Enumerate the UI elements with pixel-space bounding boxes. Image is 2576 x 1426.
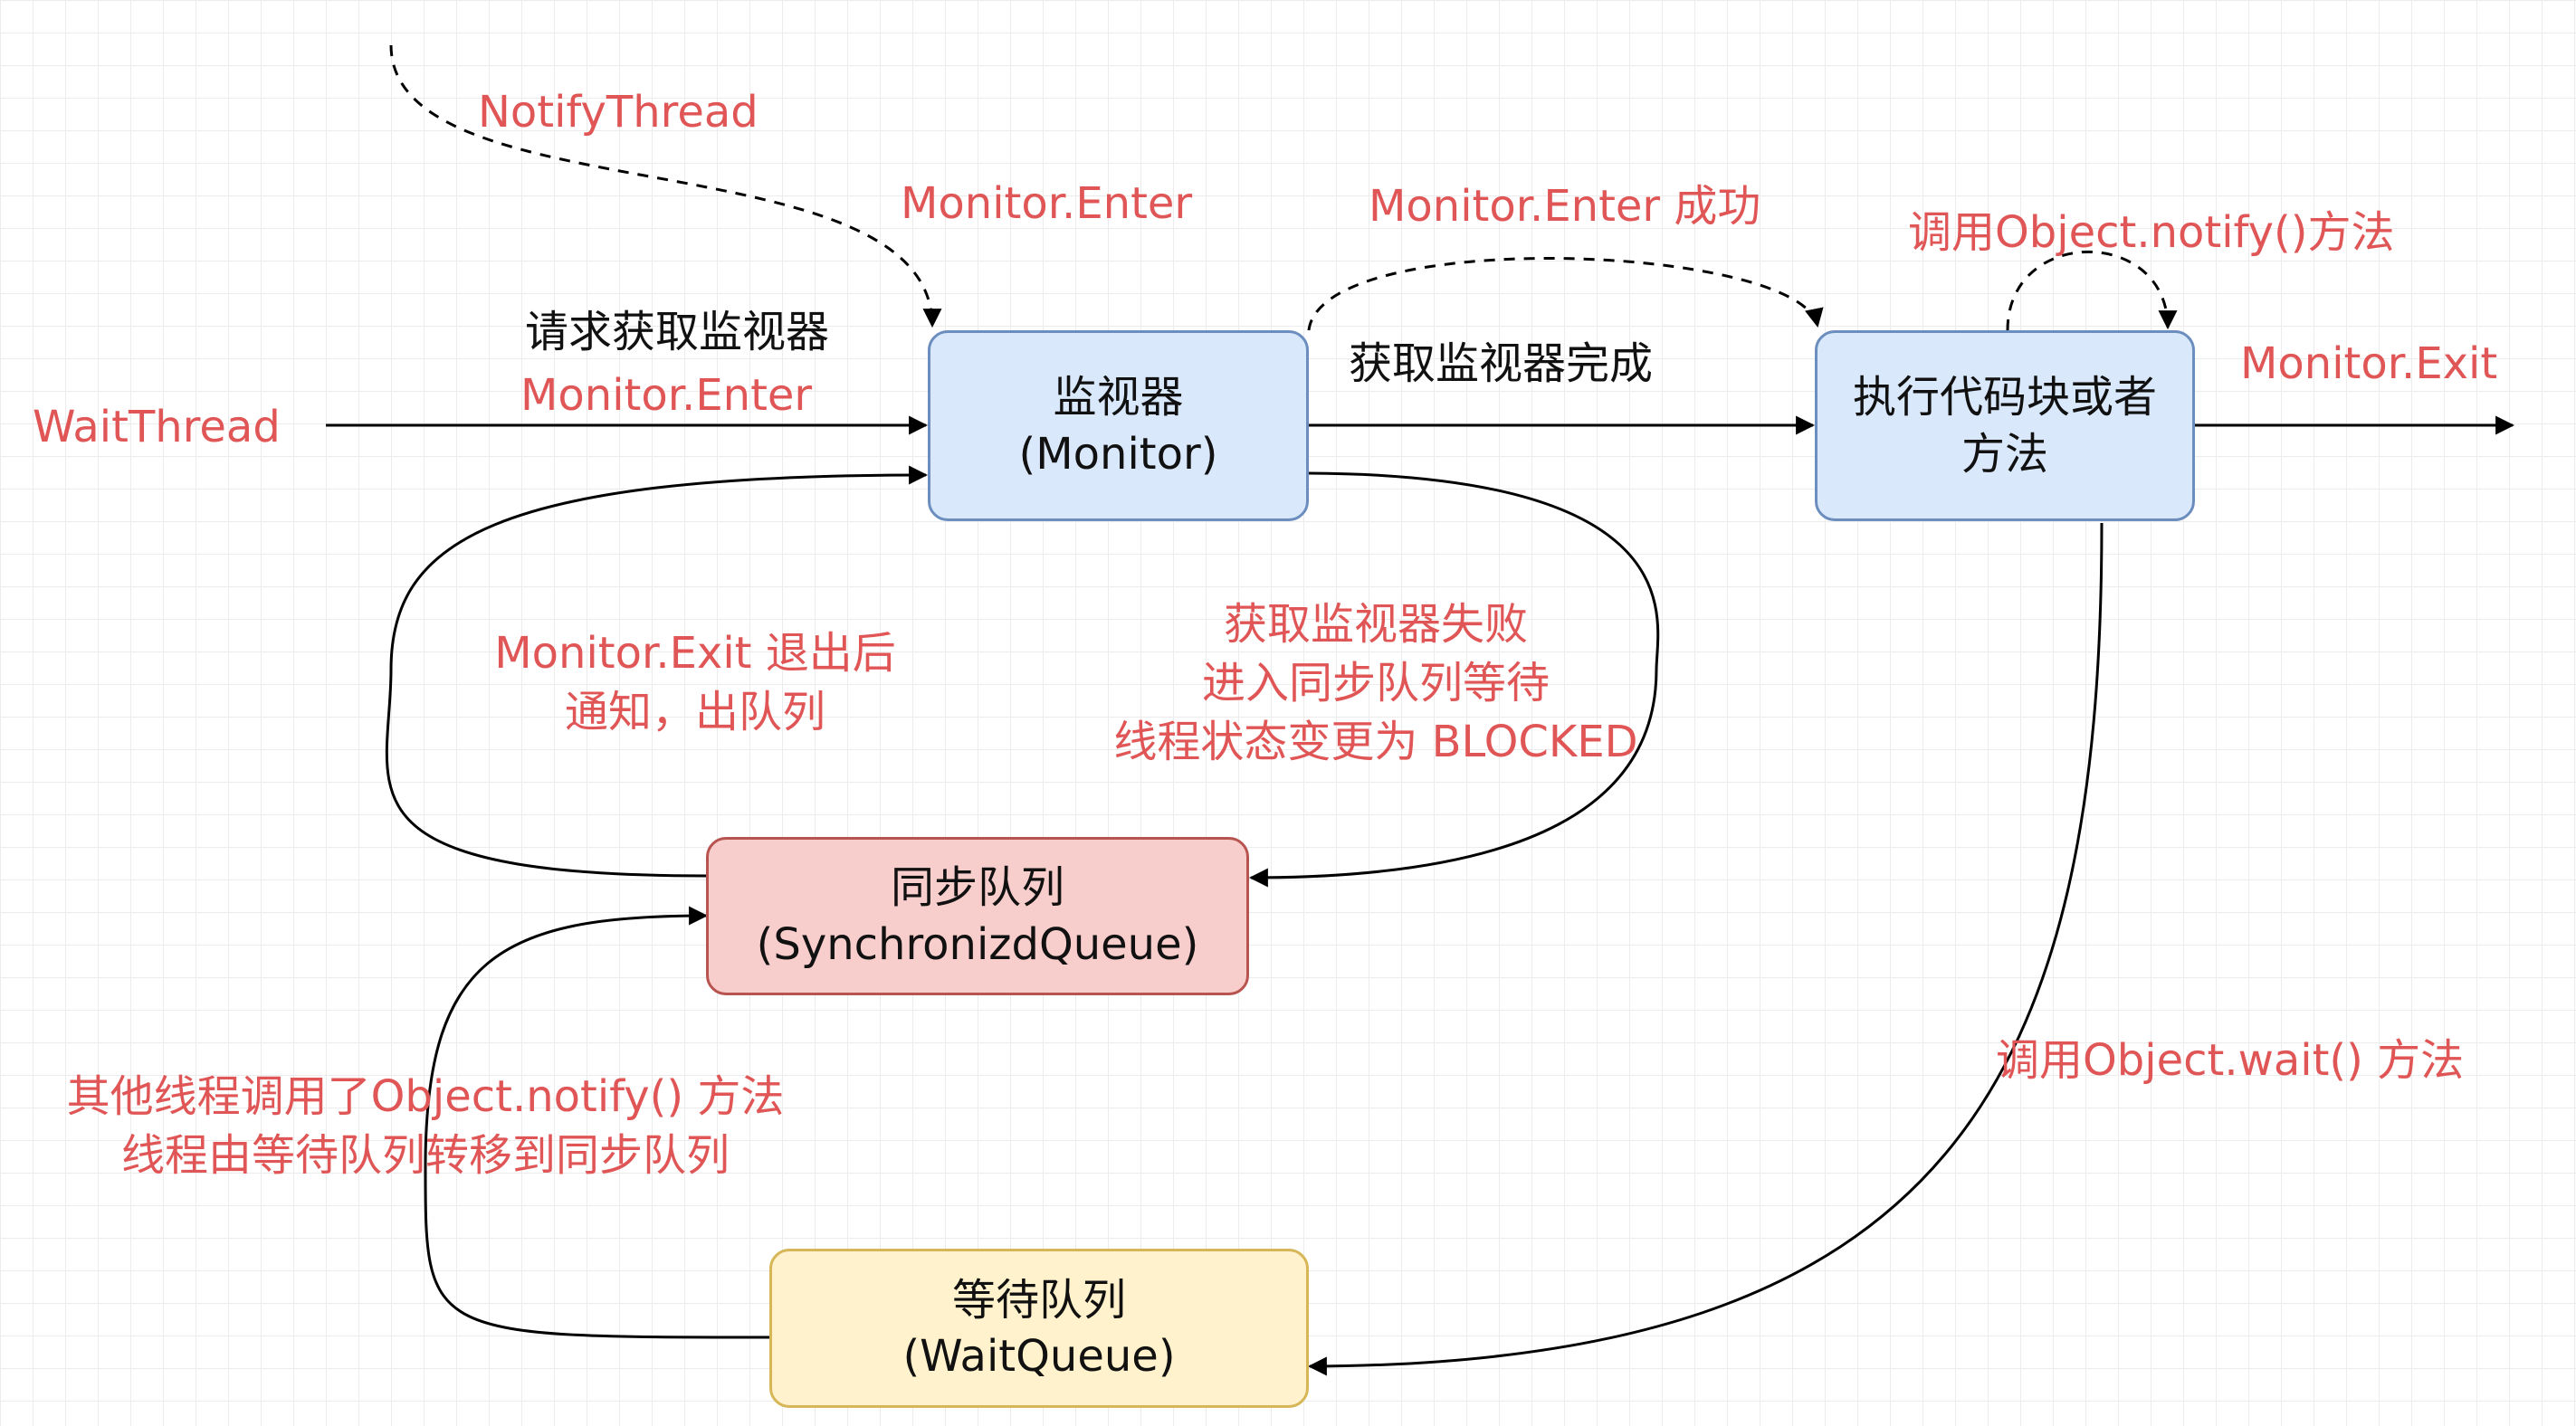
wait-queue-node-subtitle: (WaitQueue) [902, 1331, 1176, 1382]
label-monitor-enter-left: Monitor.Enter [520, 370, 813, 421]
label-request-monitor: 请求获取监视器 [525, 307, 830, 357]
label-exit-notify: Monitor.Exit 退出后 通知，出队列 [487, 624, 903, 742]
edge-execute-to-waitqueue [1307, 522, 2104, 1376]
label-acquire-fail-line3: 线程状态变更为 BLOCKED [1113, 716, 1638, 767]
execute-node[interactable]: 执行代码块或者 方法 [1815, 330, 2195, 521]
label-monitor-enter-top: Monitor.Enter [901, 178, 1193, 229]
sync-queue-node-title: 同步队列 [890, 862, 1064, 914]
execute-node-subtitle: 方法 [1961, 428, 2048, 480]
label-other-notify-line1: 其他线程调用了Object.notify() 方法 [66, 1071, 785, 1122]
label-notify-thread: NotifyThread [478, 87, 758, 138]
wait-queue-node-title: 等待队列 [951, 1274, 1126, 1326]
sync-queue-node[interactable]: 同步队列 (SynchronizdQueue) [706, 837, 1249, 995]
edge-syncqueue-to-monitor [385, 465, 929, 878]
label-monitor-exit-right: Monitor.Exit [2240, 338, 2498, 389]
wait-queue-node[interactable]: 等待队列 (WaitQueue) [769, 1249, 1309, 1408]
monitor-node-title: 监视器 [1053, 372, 1184, 423]
label-acquire-fail-line1: 获取监视器失败 [1223, 599, 1528, 650]
label-acquire-done: 获取监视器完成 [1349, 338, 1654, 389]
monitor-node[interactable]: 监视器 (Monitor) [928, 330, 1309, 521]
label-call-wait: 调用Object.wait() 方法 [1996, 1035, 2465, 1086]
label-exit-notify-line1: Monitor.Exit 退出后 [494, 628, 896, 679]
label-call-notify: 调用Object.notify()方法 [1908, 207, 2395, 258]
edge-notifythread-to-monitor [389, 44, 942, 328]
label-wait-thread: WaitThread [33, 402, 281, 452]
edge-monitor-to-syncqueue [1248, 471, 1660, 888]
execute-node-title: 执行代码块或者 [1852, 372, 2157, 423]
monitor-node-subtitle: (Monitor) [1018, 428, 1218, 480]
label-acquire-fail: 获取监视器失败 进入同步队列等待 线程状态变更为 BLOCKED [1068, 595, 1684, 771]
label-exit-notify-line2: 通知，出队列 [564, 686, 825, 737]
label-other-notify-line2: 线程由等待队列转移到同步队列 [120, 1129, 730, 1181]
sync-queue-node-subtitle: (SynchronizdQueue) [756, 918, 1199, 970]
label-enter-success: Monitor.Enter 成功 [1369, 181, 1761, 232]
edge-execute-notify-loop [2006, 251, 2178, 331]
edge-waitqueue-to-syncqueue [424, 906, 772, 1339]
label-other-notify: 其他线程调用了Object.notify() 方法 线程由等待队列转移到同步队列 [27, 1068, 824, 1185]
edge-enter-success-dashed [1307, 257, 1824, 331]
label-acquire-fail-line2: 进入同步队列等待 [1201, 657, 1550, 708]
